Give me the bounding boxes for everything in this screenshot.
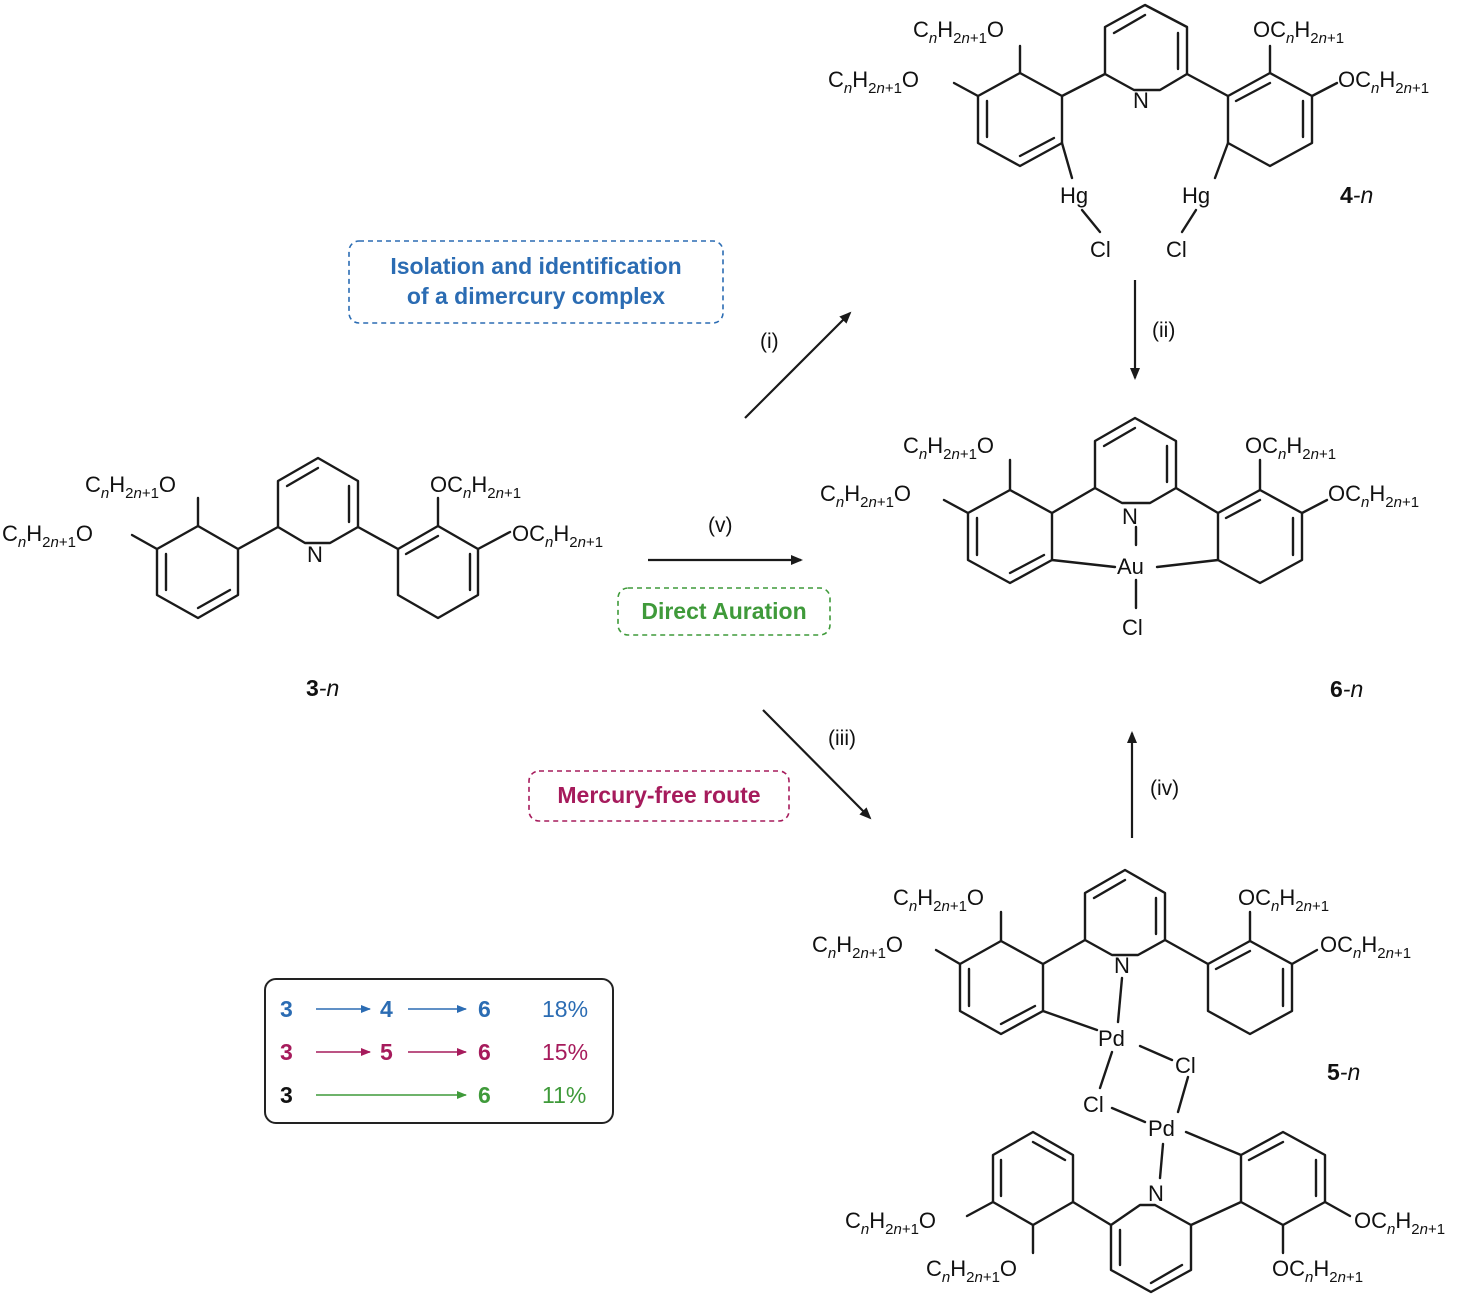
c3-alkoxy-2: CnH2n+1O [2, 521, 93, 551]
c4-n-atom: N [1133, 88, 1149, 113]
c3-n-atom: N [307, 542, 323, 567]
compound-3-label: 3-n [306, 675, 339, 701]
summary-row-3-to: 6 [478, 1082, 491, 1108]
c5-pd-upper: Pd [1098, 1026, 1125, 1051]
summary-row-2-from: 3 [280, 1039, 293, 1065]
summary-row-3-from: 3 [280, 1082, 293, 1108]
summary-row-1-from: 3 [280, 996, 293, 1022]
direct-auration-box [617, 587, 831, 636]
c4-alkoxy-3: OCnH2n+1 [1253, 17, 1344, 47]
dimercury-label-line2: of a dimercury complex [407, 283, 665, 309]
c3-alkoxy-1: CnH2n+1O [85, 472, 176, 502]
summary-box [264, 978, 614, 1124]
c6-au-atom: Au [1117, 554, 1144, 579]
c3-alkoxy-3: OCnH2n+1 [430, 472, 521, 502]
alkoxy-labels: CnH2n+1OCnH2n+1OOCnH2n+1OCnH2n+1CnH2n+1O… [2, 17, 1445, 1286]
c4-alkoxy-2: CnH2n+1O [828, 67, 919, 97]
mercury-free-box [528, 770, 790, 822]
summary-row-1-via: 4 [380, 996, 393, 1022]
c5-cl-left: Cl [1083, 1092, 1104, 1117]
c4-hg-left: Hg [1060, 183, 1088, 208]
c6-cl-atom: Cl [1122, 615, 1143, 640]
c6-alkoxy-2: CnH2n+1O [820, 481, 911, 511]
compound-5-label: 5-n [1327, 1059, 1360, 1085]
c4-alkoxy-1: CnH2n+1O [913, 17, 1004, 47]
compound-4-label: 4-n [1340, 182, 1373, 208]
summary-row-2-yield: 15% [542, 1039, 588, 1065]
c5-n-upper: N [1114, 953, 1130, 978]
dimercury-label-line1: Isolation and identification [390, 253, 681, 279]
c5-alkoxy-1: CnH2n+1O [893, 885, 984, 915]
c5-alkoxy-3: OCnH2n+1 [1238, 885, 1329, 915]
c4-hg-right: Hg [1182, 183, 1210, 208]
c4-alkoxy-4: OCnH2n+1 [1338, 67, 1429, 97]
arrow-step-iii [762, 709, 872, 820]
step-i-label: (i) [760, 330, 779, 353]
compound-4-structure [952, 3, 1339, 234]
c5-alkoxy-4: OCnH2n+1 [1320, 932, 1411, 962]
c6-alkoxy-4: OCnH2n+1 [1328, 481, 1419, 511]
c5-alkoxy-2: CnH2n+1O [812, 932, 903, 962]
summary-row-2-to: 6 [478, 1039, 491, 1065]
c5-n-lower: N [1148, 1181, 1164, 1206]
c5-alkoxy-8: OCnH2n+1 [1272, 1256, 1363, 1286]
step-ii-label: (ii) [1152, 319, 1175, 342]
c5-cl-right: Cl [1175, 1053, 1196, 1078]
mercury-free-label: Mercury-free route [557, 782, 760, 808]
c6-alkoxy-3: OCnH2n+1 [1245, 433, 1336, 463]
direct-auration-label: Direct Auration [641, 598, 806, 624]
summary-rows: 3 4 6 18% 3 5 6 15% 3 6 11% [280, 996, 588, 1108]
c5-pd-lower: Pd [1148, 1116, 1175, 1141]
dimercury-label-box [348, 240, 724, 324]
compound-3-structure [130, 456, 512, 620]
summary-row-2-via: 5 [380, 1039, 393, 1065]
summary-row-3-yield: 11% [542, 1082, 586, 1108]
c5-alkoxy-6: CnH2n+1O [926, 1256, 1017, 1286]
compound-6-label: 6-n [1330, 676, 1363, 702]
c4-cl-left: Cl [1090, 237, 1111, 262]
c6-n-atom: N [1122, 504, 1138, 529]
c5-alkoxy-7: OCnH2n+1 [1354, 1208, 1445, 1238]
compound-6-structure [942, 416, 1329, 610]
step-v-label: (v) [708, 514, 733, 537]
compound-5-structure [934, 868, 1352, 1294]
c4-cl-right: Cl [1166, 237, 1187, 262]
summary-row-1-yield: 18% [542, 996, 588, 1022]
step-iii-label: (iii) [828, 727, 856, 750]
arrow-step-i [744, 311, 852, 419]
c3-alkoxy-4: OCnH2n+1 [512, 521, 603, 551]
step-iv-label: (iv) [1150, 777, 1179, 800]
c5-alkoxy-5: CnH2n+1O [845, 1208, 936, 1238]
summary-row-1-to: 6 [478, 996, 491, 1022]
c6-alkoxy-1: CnH2n+1O [903, 433, 994, 463]
